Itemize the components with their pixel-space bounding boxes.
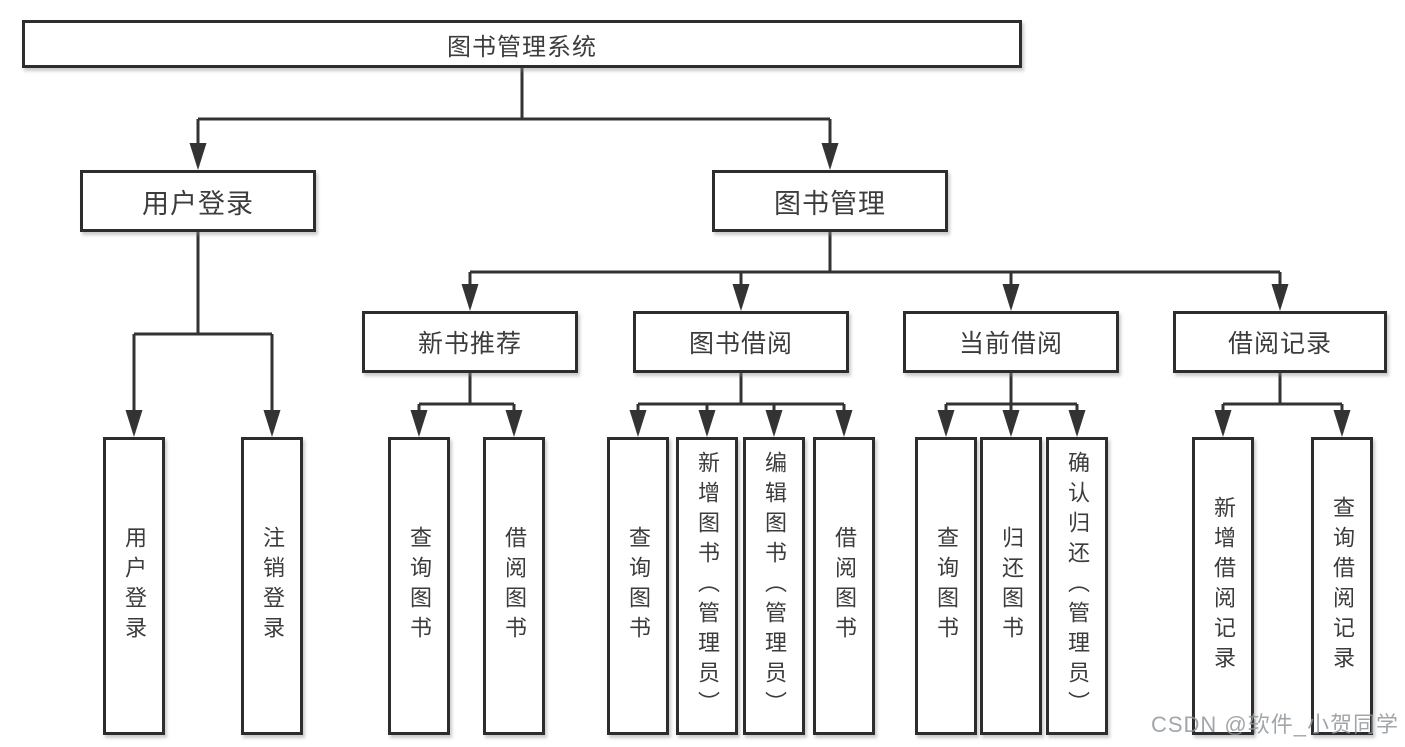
arrowheads — [125, 143, 1351, 437]
book-borrow-box: 图书借阅 — [633, 311, 849, 373]
leaf-query-books-recommend: 查询图书 — [388, 437, 450, 735]
leaf-user-login: 用户登录 — [103, 437, 165, 735]
leaf-query-books-current: 查询图书 — [915, 437, 977, 735]
user-login-box: 用户登录 — [80, 170, 316, 232]
watermark-text: CSDN @软件_小贺同学 — [1150, 712, 1399, 737]
leaf-add-borrow-record: 新增借阅记录 — [1192, 437, 1254, 735]
leaf-logout: 注销登录 — [241, 437, 303, 735]
leaf-borrow-books-recommend: 借阅图书 — [483, 437, 545, 735]
leaf-add-book-admin: 新增图书（管理员） — [676, 437, 738, 735]
system-root-box: 图书管理系统 — [22, 20, 1022, 68]
leaf-borrow-books: 借阅图书 — [813, 437, 875, 735]
leaf-query-borrow-record: 查询借阅记录 — [1311, 437, 1373, 735]
borrow-records-box: 借阅记录 — [1173, 311, 1387, 373]
leaf-edit-book-admin: 编辑图书（管理员） — [743, 437, 805, 735]
leaf-query-books-borrow: 查询图书 — [607, 437, 669, 735]
book-management-box: 图书管理 — [712, 170, 948, 232]
leaf-confirm-return-admin: 确认归还（管理员） — [1046, 437, 1108, 735]
current-borrow-box: 当前借阅 — [903, 311, 1119, 373]
leaf-return-book: 归还图书 — [980, 437, 1042, 735]
new-book-recommend-box: 新书推荐 — [362, 311, 578, 373]
